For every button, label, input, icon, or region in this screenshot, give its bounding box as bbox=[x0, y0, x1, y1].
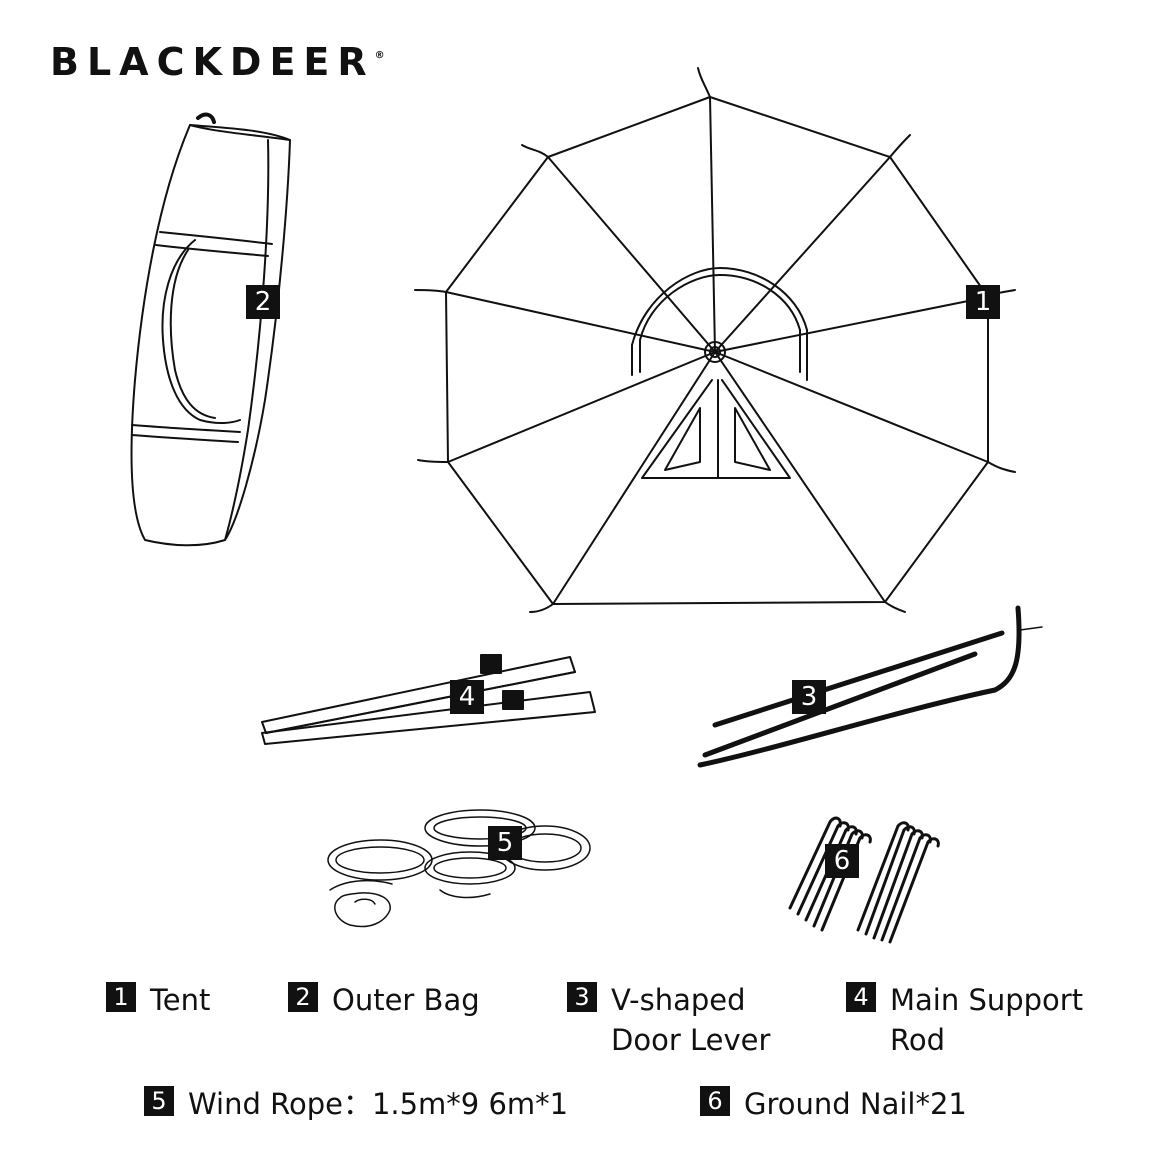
legend-item-ground-nail: 6 Ground Nail*21 bbox=[700, 1084, 967, 1124]
callout-tent: 1 bbox=[966, 285, 1000, 319]
legend-number: 2 bbox=[288, 982, 318, 1012]
tent-drawing bbox=[414, 67, 1016, 613]
wind-rope-drawing bbox=[327, 809, 591, 928]
legend-item-support-rod: 4 Main Support Rod bbox=[846, 980, 1083, 1060]
callout-door-lever: 3 bbox=[792, 680, 826, 714]
legend-item-outer-bag: 2 Outer Bag bbox=[288, 980, 480, 1020]
legend-item-tent: 1 Tent bbox=[106, 980, 210, 1020]
registered-mark: ® bbox=[374, 50, 385, 61]
brand-name: BLACKDEER bbox=[50, 40, 375, 84]
brand-logo: BLACKDEER® bbox=[50, 40, 385, 84]
legend-number: 3 bbox=[567, 982, 597, 1012]
door-lever-drawing bbox=[697, 605, 1043, 768]
legend-number: 4 bbox=[846, 982, 876, 1012]
legend-label: Main Support Rod bbox=[890, 983, 1084, 1057]
legend-label: V-shaped Door Lever bbox=[611, 983, 771, 1057]
callout-bag: 2 bbox=[246, 285, 280, 319]
callout-support-rod: 4 bbox=[450, 680, 484, 714]
callout-wind-rope: 5 bbox=[488, 826, 522, 860]
legend-label: Wind Rope：1.5m*9 6m*1 bbox=[188, 1087, 569, 1121]
legend-label: Tent bbox=[150, 983, 211, 1017]
support-rod-drawing bbox=[261, 654, 596, 745]
legend-item-door-lever: 3 V-shaped Door Lever bbox=[567, 980, 770, 1060]
legend-label: Ground Nail*21 bbox=[744, 1087, 967, 1121]
legend-item-wind-rope: 5 Wind Rope：1.5m*9 6m*1 bbox=[144, 1084, 568, 1124]
legend-number: 1 bbox=[106, 982, 136, 1012]
outer-bag-drawing bbox=[130, 112, 291, 547]
legend-label: Outer Bag bbox=[332, 983, 480, 1017]
ground-nails-drawing bbox=[788, 816, 940, 944]
legend-number: 6 bbox=[700, 1086, 730, 1116]
callout-ground-nail: 6 bbox=[825, 844, 859, 878]
legend-number: 5 bbox=[144, 1086, 174, 1116]
